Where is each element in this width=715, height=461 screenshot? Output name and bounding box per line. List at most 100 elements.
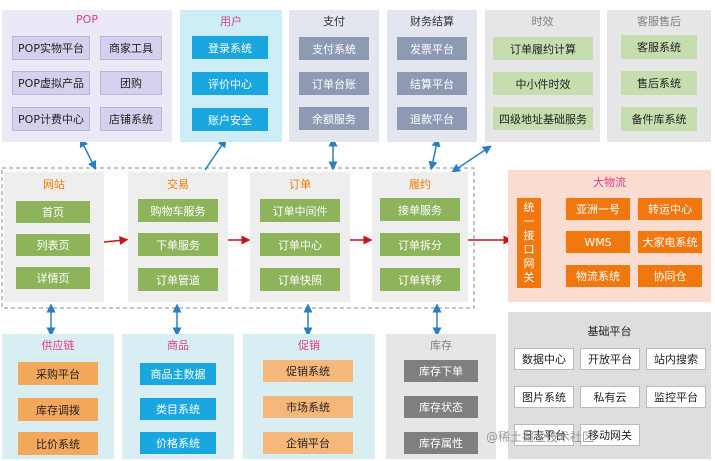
panel-title: 大物流: [593, 176, 626, 189]
box-transit-center[interactable]: 转运中心: [638, 198, 702, 220]
panel-title: 网站: [43, 178, 65, 191]
panel-title: 支付: [323, 15, 345, 28]
box-address-service[interactable]: 四级地址基础服务: [493, 107, 593, 130]
panel-trade: 交易 购物车服务 下单服务 订单管道: [128, 172, 228, 302]
box-stock-status[interactable]: 库存状态: [404, 396, 478, 418]
link-user-trade: [204, 138, 227, 171]
box-stock-order[interactable]: 库存下单: [404, 360, 478, 382]
box-stock-attributes[interactable]: 库存属性: [404, 432, 478, 454]
panel-title: 供应链: [41, 339, 75, 352]
panel-title: 交易: [167, 178, 189, 191]
link-timeliness-fulfill: [451, 145, 492, 173]
panel-service: 客服售后 客服系统 售后系统 备件库系统: [607, 10, 711, 142]
panel-title: 库存: [430, 339, 452, 352]
box-collab-warehouse[interactable]: 协同仓: [638, 265, 702, 287]
box-spare-parts[interactable]: 备件库系统: [621, 107, 697, 131]
box-mobile-gateway[interactable]: 移动网关: [580, 424, 640, 446]
box-promo-system[interactable]: 促销系统: [263, 360, 353, 382]
box-merchant-tools[interactable]: 商家工具: [100, 36, 162, 60]
box-product-master[interactable]: 商品主数据: [140, 363, 216, 385]
box-customer-service[interactable]: 客服系统: [621, 35, 697, 59]
box-log-platform[interactable]: 日志平台: [514, 424, 574, 446]
panel-site: 网站 首页 列表页 详情页: [4, 172, 104, 302]
box-list-page[interactable]: 列表页: [16, 234, 90, 256]
box-order-split[interactable]: 订单拆分: [380, 233, 460, 256]
panel-goods: 商品 商品主数据 类目系统 价格系统: [122, 334, 234, 459]
link-pop-site: [79, 137, 97, 171]
watermark: @稀土掘金技术社区: [486, 430, 595, 444]
panel-order: 订单 订单中间件 订单中心 订单快照: [250, 172, 350, 302]
box-site-search[interactable]: 站内搜索: [646, 348, 706, 370]
panel-timeliness: 时效 订单履约计算 中小件时效 四级地址基础服务: [485, 10, 600, 142]
box-place-order[interactable]: 下单服务: [138, 233, 218, 256]
panel-user: 用户 登录系统 评价中心 账户安全: [180, 10, 282, 142]
link-finance-fulfill: [428, 137, 441, 171]
box-price-compare[interactable]: 比价系统: [18, 432, 98, 455]
panel-stock: 库存 库存下单 库存状态 库存属性: [386, 334, 496, 459]
box-stock-transfer[interactable]: 库存调拨: [18, 398, 98, 421]
box-appliance-system[interactable]: 大家电系统: [638, 231, 702, 253]
box-logistics-system[interactable]: 物流系统: [566, 265, 630, 287]
box-wms[interactable]: WMS: [566, 231, 630, 253]
panel-title: 促销: [298, 339, 320, 352]
box-small-item-timeliness[interactable]: 中小件时效: [493, 72, 593, 95]
box-settlement-platform[interactable]: 结算平台: [397, 72, 467, 95]
box-pop-virtual[interactable]: POP虚拟产品: [12, 71, 90, 95]
box-order-transfer[interactable]: 订单转移: [380, 268, 460, 291]
box-enterprise-sales[interactable]: 企销平台: [263, 432, 353, 454]
box-pop-billing[interactable]: POP计费中心: [12, 107, 90, 131]
box-data-center[interactable]: 数据中心: [514, 348, 574, 370]
box-image-system[interactable]: 图片系统: [514, 386, 574, 408]
panel-title: 履约: [409, 178, 431, 191]
panel-promo: 促销 促销系统 市场系统 企销平台: [243, 334, 375, 459]
box-order-middleware[interactable]: 订单中间件: [260, 199, 340, 222]
box-private-cloud[interactable]: 私有云: [580, 386, 640, 408]
box-shop-system[interactable]: 店铺系统: [100, 107, 162, 131]
box-homepage[interactable]: 首页: [16, 201, 90, 223]
box-review-center[interactable]: 评价中心: [192, 72, 268, 95]
panel-title: 财务结算: [410, 15, 454, 28]
box-unified-gateway[interactable]: 统一接口网关: [517, 198, 541, 288]
box-refund-platform[interactable]: 退款平台: [397, 107, 467, 130]
box-detail-page[interactable]: 详情页: [16, 267, 90, 289]
box-price-system[interactable]: 价格系统: [140, 432, 216, 454]
panel-fulfill: 履约 接单服务 订单拆分 订单转移: [372, 172, 468, 302]
box-after-sales[interactable]: 售后系统: [621, 71, 697, 95]
box-market-system[interactable]: 市场系统: [263, 396, 353, 418]
box-procurement[interactable]: 采购平台: [18, 362, 98, 385]
panel-title: 商品: [167, 339, 189, 352]
panel-title: POP: [76, 13, 98, 26]
box-open-platform[interactable]: 开放平台: [580, 348, 640, 370]
box-pop-physical[interactable]: POP实物平台: [12, 36, 90, 60]
box-monitoring[interactable]: 监控平台: [646, 386, 706, 408]
box-balance-service[interactable]: 余额服务: [299, 107, 369, 130]
panel-title: 基础平台: [587, 325, 632, 338]
panel-title: 客服售后: [637, 15, 681, 28]
panel-base: 基础平台 数据中心 开放平台 站内搜索 图片系统 私有云 监控平台 日志平台 移…: [508, 312, 711, 459]
panel-title: 订单: [289, 178, 311, 191]
panel-finance: 财务结算 发票平台 结算平台 退款平台: [387, 10, 477, 142]
box-accept-order[interactable]: 接单服务: [380, 198, 460, 221]
panel-supply: 供应链 采购平台 库存调拨 比价系统: [2, 334, 114, 459]
box-order-snapshot[interactable]: 订单快照: [260, 268, 340, 291]
box-group-buy[interactable]: 团购: [100, 71, 162, 95]
panel-title: 时效: [531, 15, 554, 28]
panel-title: 用户: [220, 15, 242, 28]
box-order-ledger[interactable]: 订单台账: [299, 72, 369, 95]
box-login[interactable]: 登录系统: [192, 36, 268, 59]
box-account-security[interactable]: 账户安全: [192, 108, 268, 131]
box-fulfillment-calc[interactable]: 订单履约计算: [493, 37, 593, 60]
box-cart-service[interactable]: 购物车服务: [138, 199, 218, 222]
panel-pop: POP POP实物平台 商家工具 POP虚拟产品 团购 POP计费中心 店铺系统: [2, 10, 172, 142]
core-flow-outline: [1, 167, 475, 309]
gateway-label: 统一接口网关: [523, 201, 535, 284]
box-pay-system[interactable]: 支付系统: [299, 37, 369, 60]
panel-logistics: 大物流 统一接口网关 亚洲一号 转运中心 WMS 大家电系统 物流系统 协同仓: [508, 170, 711, 302]
box-asia-one[interactable]: 亚洲一号: [566, 198, 630, 220]
box-category-system[interactable]: 类目系统: [140, 398, 216, 420]
box-order-pipeline[interactable]: 订单管道: [138, 268, 218, 291]
panel-pay: 支付 支付系统 订单台账 余额服务: [289, 10, 379, 142]
box-order-center[interactable]: 订单中心: [260, 233, 340, 256]
box-invoice-platform[interactable]: 发票平台: [397, 37, 467, 60]
